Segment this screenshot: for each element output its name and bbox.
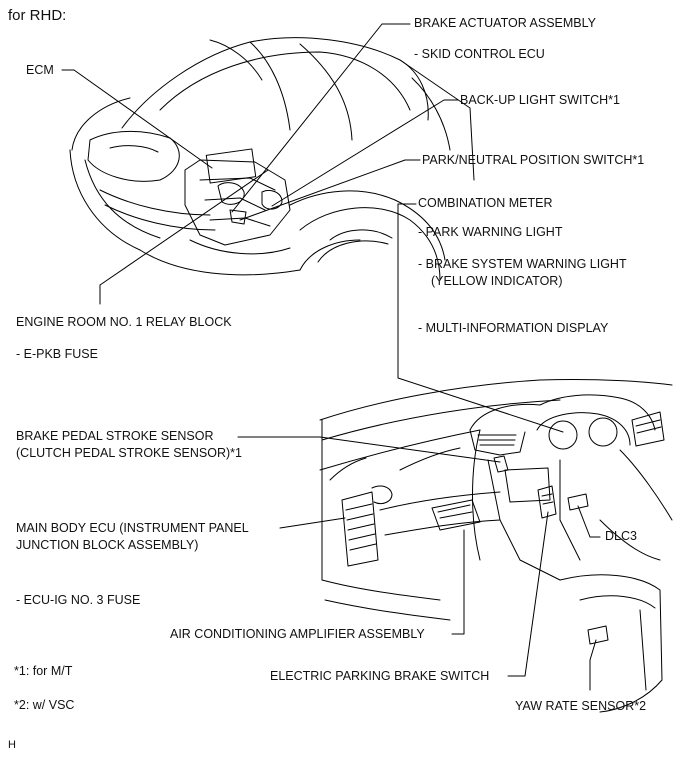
label-engine-relay-block: ENGINE ROOM NO. 1 RELAY BLOCK	[16, 315, 232, 329]
label-brake-warning-light: - BRAKE SYSTEM WARNING LIGHT	[418, 257, 627, 271]
label-skid-control-ecu: - SKID CONTROL ECU	[414, 47, 545, 61]
label-yellow-indicator: (YELLOW INDICATOR)	[431, 274, 563, 288]
label-clutch-pedal-sensor: (CLUTCH PEDAL STROKE SENSOR)*1	[16, 446, 242, 460]
label-backup-light-switch: BACK-UP LIGHT SWITCH*1	[460, 93, 620, 107]
label-junction-block: JUNCTION BLOCK ASSEMBLY)	[16, 538, 199, 552]
label-combination-meter: COMBINATION METER	[418, 196, 553, 210]
label-main-body-ecu: MAIN BODY ECU (INSTRUMENT PANEL	[16, 521, 249, 535]
label-dlc3: DLC3	[605, 529, 637, 543]
note-for-mt: *1: for M/T	[14, 664, 73, 678]
note-w-vsc: *2: w/ VSC	[14, 698, 75, 712]
label-yaw-rate-sensor: YAW RATE SENSOR*2	[515, 699, 647, 713]
label-park-warning-light: - PARK WARNING LIGHT	[418, 225, 563, 239]
label-epkb-fuse: - E-PKB FUSE	[16, 347, 98, 361]
diagram-heading: for RHD:	[8, 7, 67, 24]
car-front-drawing	[69, 37, 475, 281]
label-ecm: ECM	[26, 63, 54, 77]
label-park-neutral-switch: PARK/NEUTRAL POSITION SWITCH*1	[422, 153, 645, 167]
label-brake-actuator: BRAKE ACTUATOR ASSEMBLY	[414, 16, 597, 30]
label-brake-pedal-sensor: BRAKE PEDAL STROKE SENSOR	[16, 429, 214, 443]
label-electric-parking-switch: ELECTRIC PARKING BRAKE SWITCH	[270, 669, 490, 683]
label-multi-info-display: - MULTI-INFORMATION DISPLAY	[418, 321, 609, 335]
dashboard-drawing	[319, 378, 673, 713]
label-ac-amplifier: AIR CONDITIONING AMPLIFIER ASSEMBLY	[170, 627, 425, 641]
footer-code: H	[8, 739, 16, 751]
label-ecu-ig-fuse: - ECU-IG NO. 3 FUSE	[16, 593, 141, 607]
leader-lines	[61, 23, 601, 691]
